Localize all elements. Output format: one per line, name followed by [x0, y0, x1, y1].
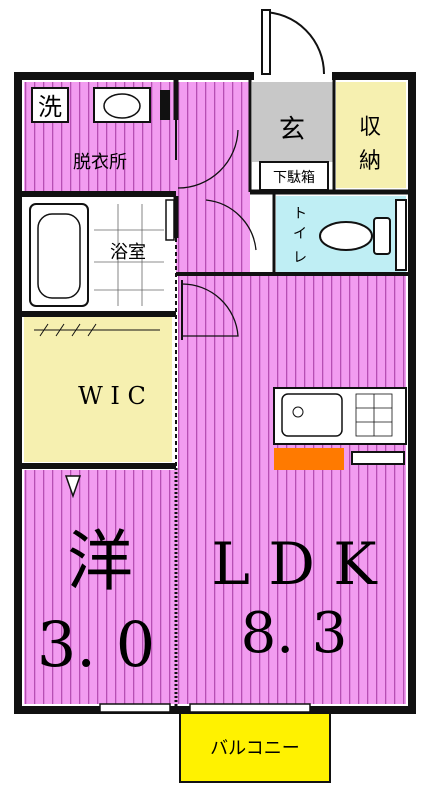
entrance-door-swing	[261, 11, 325, 75]
balcony	[179, 709, 331, 783]
ldk-label: L D K	[211, 530, 378, 598]
shoe-box-label: 下駄箱	[273, 170, 315, 186]
bath-label: 浴室	[110, 242, 146, 263]
storage-label-2: 納	[359, 149, 381, 174]
dressing-pillar	[160, 90, 170, 120]
toilet-label-1: ト	[293, 206, 307, 222]
wic-hanger-marks	[34, 323, 160, 337]
storage-label-1: 収	[359, 115, 381, 140]
ldk-size: 8. 3	[241, 601, 348, 666]
stove-burners	[355, 393, 393, 437]
kitchen-fridge-space	[351, 451, 405, 465]
laundry-box	[31, 87, 69, 123]
entrance	[252, 82, 334, 162]
bottom-windows	[99, 703, 311, 713]
toilet-door-swing	[205, 199, 257, 251]
bathtub-inner	[37, 213, 81, 299]
entrance-door-gap	[254, 70, 332, 82]
toilet-tank	[373, 217, 391, 255]
western-room	[24, 470, 178, 704]
toilet-label-2: イ	[293, 226, 307, 242]
western-label: 洋	[67, 523, 133, 600]
storage-closet	[336, 82, 406, 188]
ldk-room	[178, 274, 406, 704]
ldk-door-swing	[181, 283, 239, 337]
wic-label: W I C	[78, 382, 146, 410]
entrance-door-leaf	[261, 9, 271, 75]
washbasin-bowl	[103, 93, 141, 119]
dressing-label: 脱衣所	[73, 152, 127, 173]
closet-door-mark	[64, 475, 82, 499]
toilet-label-3: レ	[293, 250, 307, 266]
bath-door	[165, 199, 175, 241]
wic-room	[24, 316, 172, 462]
sink-drain	[292, 406, 304, 418]
laundry-label: 洗	[38, 93, 62, 121]
toilet-bowl	[319, 221, 373, 251]
hall	[176, 82, 250, 274]
kitchen-sink	[281, 393, 343, 437]
western-size: 3. 0	[37, 608, 155, 681]
hall-door-swing	[177, 129, 239, 189]
entrance-label: 玄	[279, 115, 305, 145]
stove-range	[274, 448, 344, 470]
balcony-label: バルコニー	[210, 738, 300, 759]
bath-floor-grid	[94, 204, 164, 306]
